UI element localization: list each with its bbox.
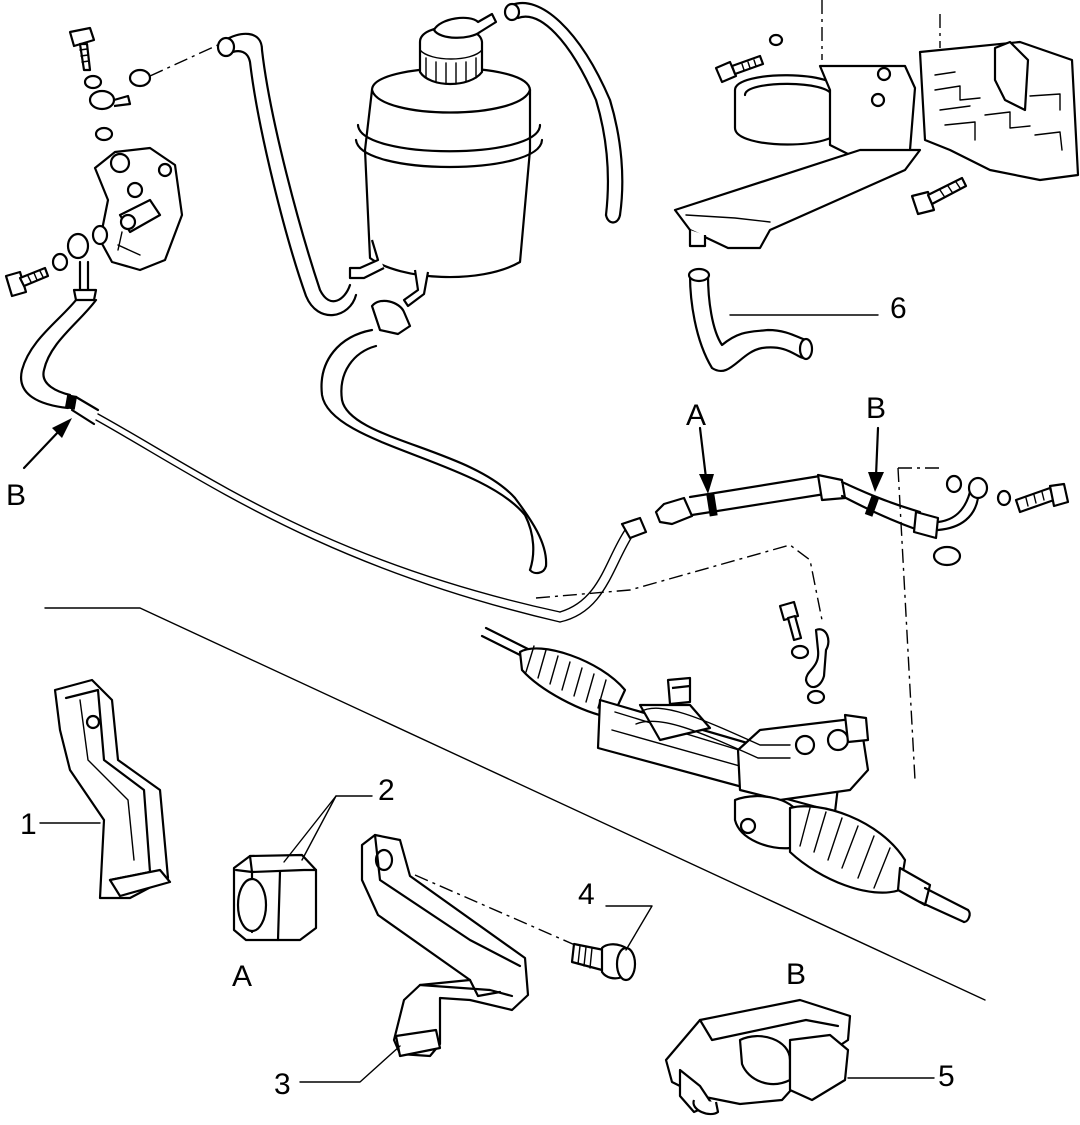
suction-hose [320,299,548,575]
leader-line [535,544,823,621]
washer [51,252,69,272]
part-1-bracket [53,678,172,900]
leader-line [149,43,221,77]
hose-clamp [128,68,152,88]
hose-clamp [932,545,962,567]
washer [790,644,810,660]
part-4-bolt [570,942,637,982]
washer [83,74,103,90]
marker-b-top: B [866,392,886,425]
banjo-fitting [66,232,90,260]
pressure-hose [19,260,648,623]
rack-fitting-bolt [778,600,803,642]
banjo-fitting [88,89,132,111]
callout-6: 6 [890,292,907,325]
marker-arrows [22,418,884,494]
pump-bolt-top [68,26,96,72]
bracket-bolt-right [910,176,968,216]
bracket-bolt-left [714,54,765,84]
marker-b-left: B [6,479,26,512]
part-5-clip [664,998,852,1116]
callout-2: 2 [378,774,395,807]
callout-5: 5 [938,1060,955,1093]
washer [945,474,963,494]
marker-a-detail: A [232,960,252,993]
callout-3: 3 [274,1068,291,1101]
washer [91,224,109,246]
callout-4: 4 [578,878,595,911]
reservoir-bracket [673,0,1080,250]
leader-line [897,467,940,781]
vent-hose [503,2,624,224]
leader-line [414,874,576,946]
washer [768,33,784,47]
pump-bolt-lower [4,266,50,298]
callout-1: 1 [20,808,37,841]
pressure-pump [93,146,184,272]
washer [806,689,826,705]
part-3-bracket [360,833,530,1058]
part-2-bushing [232,853,318,942]
steering-rack [480,626,971,924]
section-divider [44,607,986,1001]
washer [996,489,1012,507]
fluid-reservoir [348,12,544,308]
return-line-bolt [1014,482,1070,514]
washer [94,126,114,142]
marker-a-top: A [686,399,706,432]
part-6-hose [687,267,814,372]
callout-leaders [39,314,935,1083]
banjo-fitting [804,628,830,689]
return-hose [216,32,358,317]
marker-b-detail: B [786,958,806,991]
return-line [654,473,989,540]
